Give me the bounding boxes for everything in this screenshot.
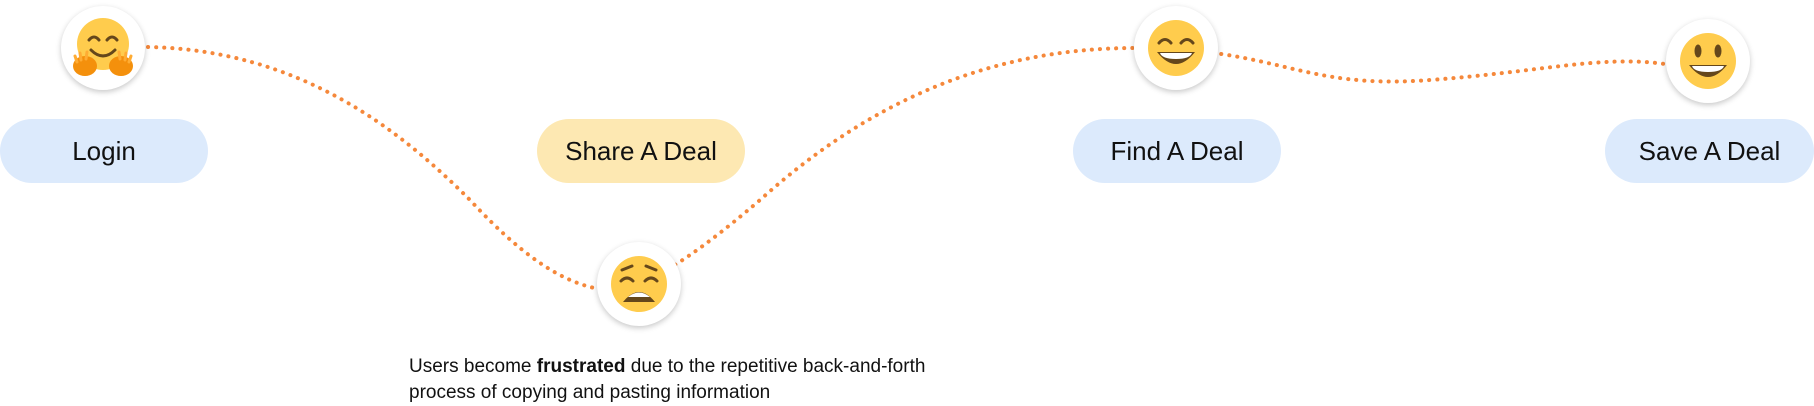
stage-share-a-deal-label: Share A Deal	[565, 135, 717, 166]
note-emphasis: frustrated	[536, 356, 626, 377]
note-prefix: Users become	[409, 356, 537, 377]
share-a-deal-emotion-badge	[597, 242, 681, 326]
stage-save-a-deal-label: Save A Deal	[1638, 135, 1781, 166]
stage-login: Login	[0, 119, 208, 183]
hugging-face-icon	[73, 18, 133, 76]
journey-curve	[146, 45, 1667, 293]
weary-face-icon	[611, 256, 667, 312]
stage-find-a-deal: Find A Deal	[1073, 119, 1281, 183]
login-emotion-badge	[61, 6, 145, 90]
grinning-face-with-smiling-eyes-icon	[1148, 20, 1204, 76]
note-suffix: due to the repetitive back-and-forth pro…	[409, 356, 926, 403]
save-a-deal-emotion-badge	[1666, 19, 1750, 103]
stage-find-a-deal-label: Find A Deal	[1110, 135, 1244, 166]
find-a-deal-emotion-badge	[1134, 6, 1218, 90]
frustration-note: Users become frustrated due to the repet…	[409, 354, 929, 406]
stage-share-a-deal: Share A Deal	[537, 119, 745, 183]
stage-login-label: Login	[72, 135, 136, 166]
stage-save-a-deal: Save A Deal	[1605, 119, 1814, 183]
grinning-face-with-big-eyes-icon	[1680, 33, 1736, 89]
